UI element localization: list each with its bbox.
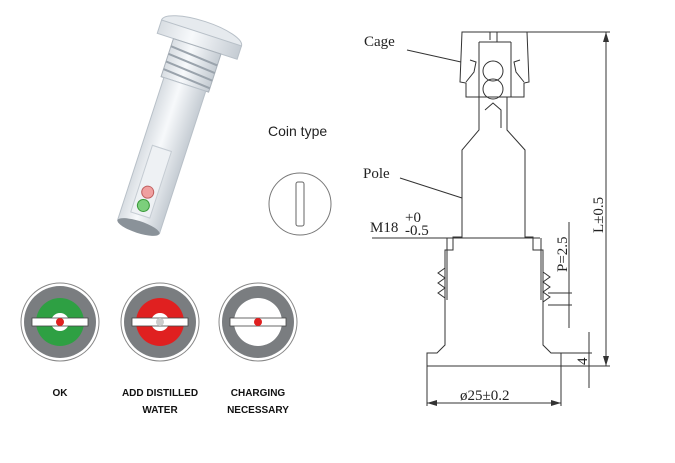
pitch-label: P=2.5 <box>555 236 571 272</box>
cage-label: Cage <box>364 34 395 50</box>
pole-label: Pole <box>363 166 390 182</box>
indicator-ball <box>156 318 164 326</box>
indicator-2: ADD DISTILLED WATER <box>120 282 200 416</box>
flange-thickness-label: 4 <box>575 357 591 365</box>
coin-slot-icon <box>268 172 332 236</box>
indicator-label: NECESSARY <box>227 405 289 416</box>
indicator-ball <box>56 318 64 326</box>
thread-label: M18 <box>370 220 398 236</box>
indicator-3: CHARGING NECESSARY <box>218 282 298 416</box>
thread-tol-lower: -0.5 <box>405 223 429 239</box>
technical-drawing <box>372 31 610 406</box>
tester-render-image <box>116 15 243 236</box>
indicator-label: ADD DISTILLED <box>122 388 198 399</box>
coin-type-label: Coin type <box>268 123 327 139</box>
indicator-label: CHARGING <box>231 388 286 399</box>
indicator-ball <box>254 318 262 326</box>
indicator-label: OK <box>53 388 69 399</box>
indicator-1: OK <box>20 282 100 399</box>
length-label: L±0.5 <box>591 197 607 233</box>
indicator-label: WATER <box>142 405 178 416</box>
diameter-label: ø25±0.2 <box>460 388 509 404</box>
thread-tol-upper: +0 <box>405 210 421 226</box>
